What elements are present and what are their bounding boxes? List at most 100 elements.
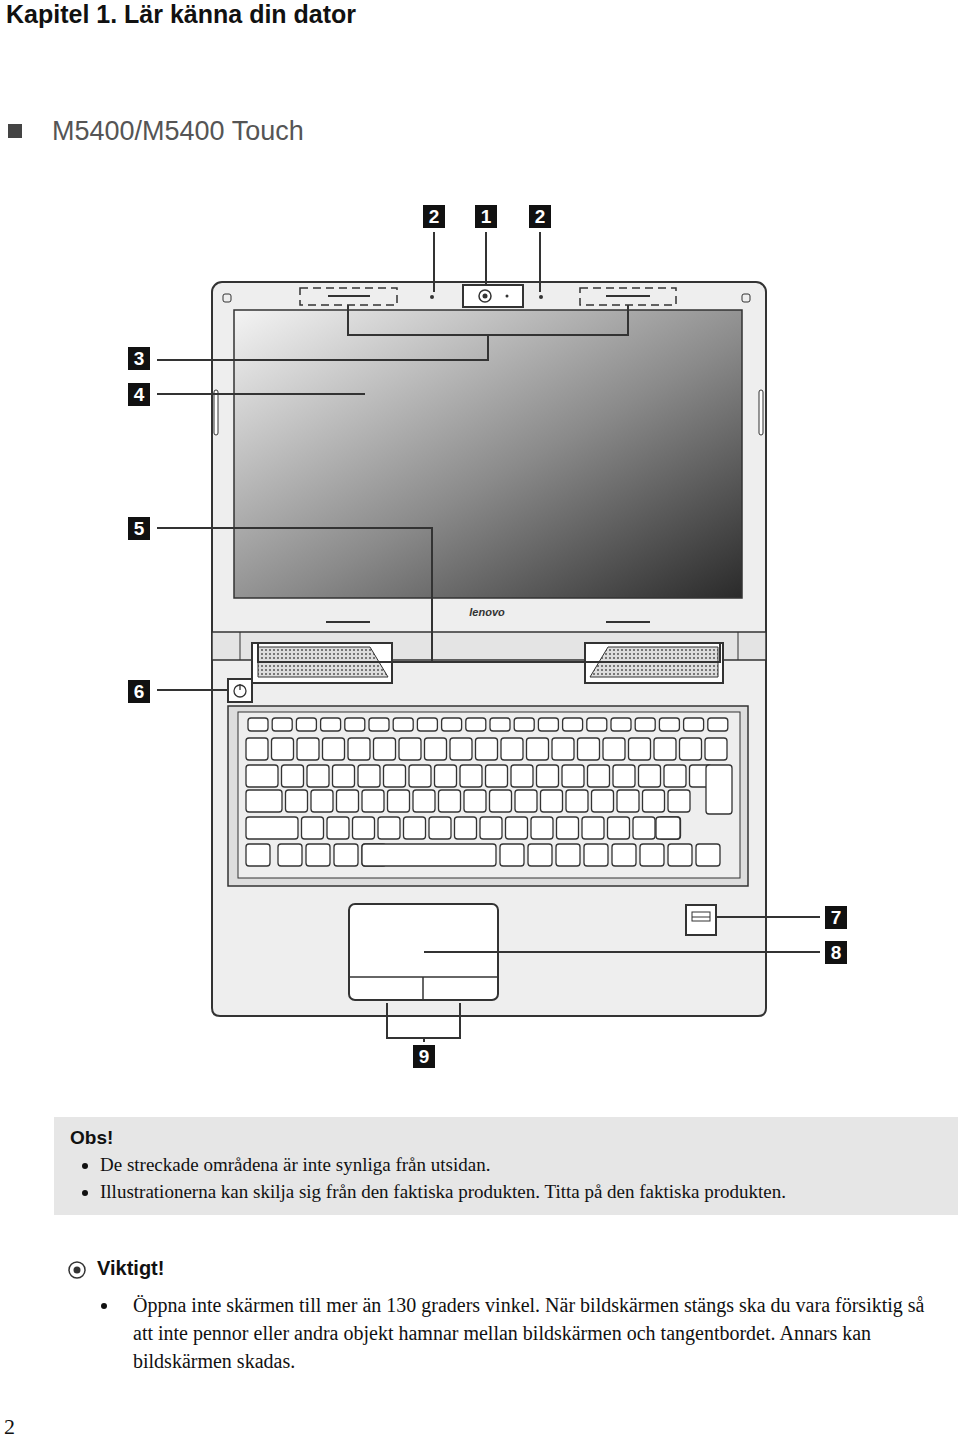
keyboard-area [228, 706, 748, 886]
key [476, 738, 498, 760]
key [306, 844, 330, 866]
key [334, 844, 358, 866]
key [592, 790, 614, 812]
key [608, 817, 630, 839]
fingerprint-reader [686, 905, 716, 935]
key [460, 765, 482, 787]
key [538, 718, 558, 731]
key [515, 790, 537, 812]
key [537, 765, 559, 787]
key [413, 790, 435, 812]
key [248, 718, 268, 731]
key [307, 765, 329, 787]
key [480, 817, 502, 839]
callout-number: 6 [128, 680, 150, 703]
key [705, 738, 727, 760]
key [323, 738, 345, 760]
bullet-dot [101, 1303, 107, 1309]
key [563, 718, 583, 731]
key [404, 817, 426, 839]
leader-lines [157, 232, 820, 1042]
key [506, 817, 528, 839]
page-number: 2 [4, 1414, 15, 1440]
key [531, 817, 553, 839]
key [527, 738, 549, 760]
base [212, 640, 766, 1016]
page-title: Kapitel 1. Lär känna din dator [6, 0, 356, 29]
key [425, 738, 447, 760]
callout-number: 1 [475, 205, 497, 228]
callout-number: 9 [413, 1045, 435, 1068]
key [680, 738, 702, 760]
key [311, 790, 333, 812]
key [613, 765, 635, 787]
key [327, 817, 349, 839]
key [286, 790, 308, 812]
key [490, 790, 512, 812]
key [439, 790, 461, 812]
callout-number: 8 [825, 941, 847, 964]
key [442, 718, 462, 731]
key [552, 738, 574, 760]
key [566, 790, 588, 812]
key [656, 817, 680, 839]
key [296, 718, 316, 731]
key [629, 738, 651, 760]
key [272, 718, 292, 731]
note-list: De streckade områdena är inte synliga fr… [70, 1151, 918, 1205]
key [643, 790, 665, 812]
key [455, 817, 477, 839]
key [337, 790, 359, 812]
key [640, 844, 664, 866]
key [272, 738, 294, 760]
callout-number: 3 [128, 347, 150, 370]
key [464, 790, 486, 812]
key [466, 718, 486, 731]
key [333, 765, 355, 787]
key [362, 844, 496, 866]
note-band: Obs!De streckade områdena är inte synlig… [54, 1117, 958, 1215]
model-heading: M5400/M5400 Touch [52, 116, 304, 147]
key [282, 765, 304, 787]
bumper [223, 294, 231, 302]
key [348, 738, 370, 760]
key [584, 844, 608, 866]
key [611, 718, 631, 731]
note-heading: Obs! [70, 1127, 918, 1149]
note-item: Illustrationerna kan skilja sig från den… [100, 1178, 918, 1205]
antenna-area [580, 288, 676, 305]
key [500, 844, 524, 866]
key [612, 844, 636, 866]
microphone [539, 295, 543, 299]
key [490, 718, 510, 731]
callout-number: 2 [423, 205, 445, 228]
key [374, 738, 396, 760]
key [353, 817, 375, 839]
key [706, 765, 732, 814]
key [399, 738, 421, 760]
key [435, 765, 457, 787]
key [388, 790, 410, 812]
callout-number: 4 [128, 383, 150, 406]
antenna-area [300, 288, 397, 305]
key [486, 765, 508, 787]
key [321, 718, 341, 731]
key [654, 738, 676, 760]
key [514, 718, 534, 731]
key [562, 765, 584, 787]
key [588, 765, 610, 787]
key [696, 844, 720, 866]
callout-number: 5 [128, 517, 150, 540]
key [345, 718, 365, 731]
key [369, 718, 389, 731]
key [603, 738, 625, 760]
key [556, 844, 580, 866]
bumper [742, 294, 750, 302]
key [684, 718, 704, 731]
key [582, 817, 604, 839]
important-icon [69, 1262, 85, 1278]
key [278, 844, 302, 866]
key [417, 718, 437, 731]
camera-box [463, 285, 523, 307]
key [393, 718, 413, 731]
